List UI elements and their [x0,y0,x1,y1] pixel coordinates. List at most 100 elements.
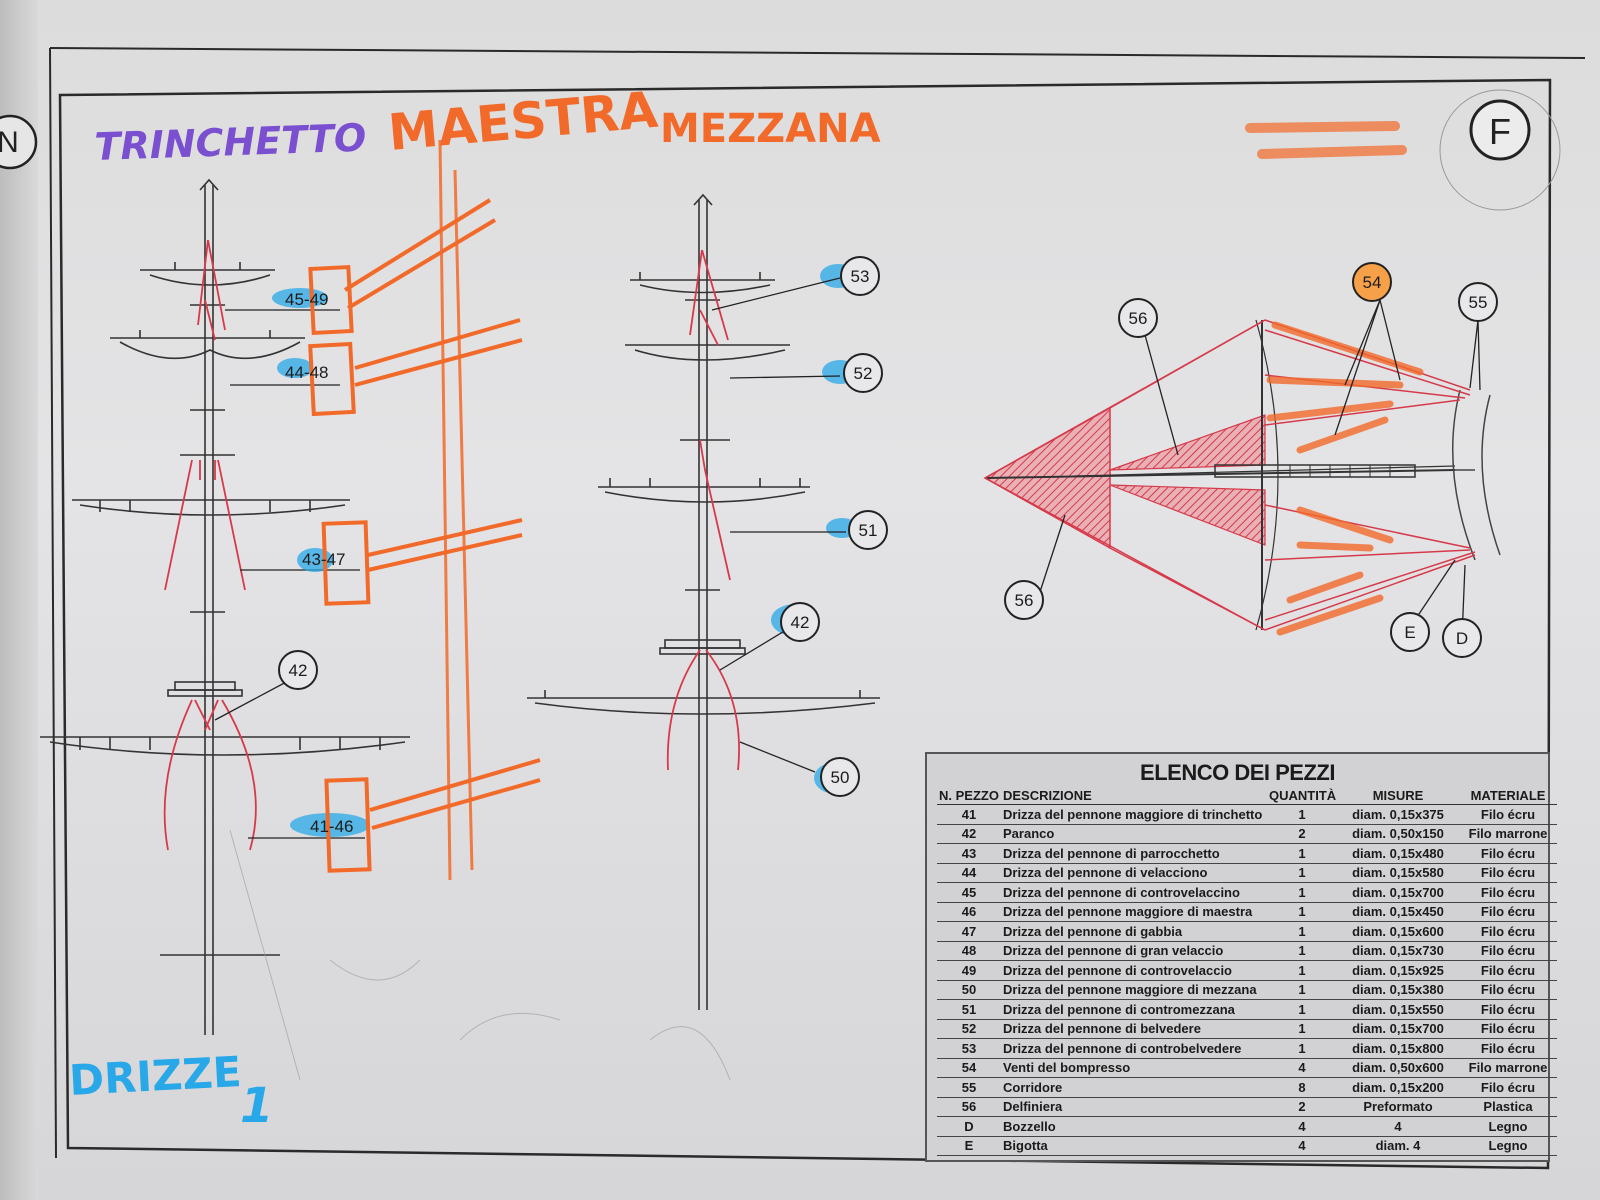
label-maestra: MAESTRA [386,81,660,162]
callout-41-46: 41-46 [310,817,353,836]
parts-table-title: ELENCO DEI PEZZI [1140,760,1335,785]
part-material: Filo écru [1459,999,1557,1020]
part-description: Drizza del pennone di controbelvedere [1001,1038,1267,1059]
callout-55: 55 [1469,293,1488,312]
orange-scribble [1245,121,1407,159]
part-description: Delfiniera [1001,1097,1267,1117]
part-measures: diam. 0,15x550 [1337,999,1459,1020]
side-letter-badge: N [0,114,38,170]
part-material: Filo écru [1459,1038,1557,1059]
part-description: Corridore [1001,1077,1267,1098]
part-measures: diam. 0,15x580 [1337,863,1459,883]
part-number: 42 [937,824,1001,844]
part-description: Drizza del pennone di controvelaccino [1001,882,1267,903]
callout-50: 50 [831,768,850,787]
callout-56-top: 56 [1129,309,1148,328]
part-material: Legno [1459,1136,1557,1156]
part-measures: diam. 0,15x700 [1337,1019,1459,1039]
part-quantity: 1 [1267,804,1337,825]
part-number: 55 [937,1077,1001,1098]
bowsprit-leaders [1037,299,1481,639]
parts-table-grid: N. PEZZO DESCRIZIONE QUANTITÀ MISURE MAT… [937,786,1557,1156]
mezzana-callouts: 53 52 51 42 50 [780,256,888,797]
callout-52: 52 [854,364,873,383]
page-frame [49,47,1586,1170]
part-measures: diam. 0,15x700 [1337,882,1459,903]
callout-42-mezzana: 42 [791,613,810,632]
part-description: Drizza del pennone maggiore di trinchett… [1001,804,1267,825]
part-material: Filo écru [1459,882,1557,903]
part-description: Drizza del pennone di gabbia [1001,921,1267,942]
part-quantity: 1 [1267,980,1337,1000]
part-measures: diam. 0,15x600 [1337,921,1459,942]
callout-54: 54 [1363,273,1382,292]
part-number: E [937,1136,1001,1156]
label-trinchetto: TRINCHETTO [94,116,367,169]
part-description: Venti del bompresso [1001,1058,1267,1078]
part-material: Filo écru [1459,941,1557,961]
part-material: Filo écru [1459,1077,1557,1098]
part-number: 56 [937,1097,1001,1117]
part-description: Bigotta [1001,1136,1267,1156]
part-number: 49 [937,960,1001,981]
part-description: Drizza del pennone maggiore di maestra [1001,902,1267,922]
callout-D: D [1456,629,1468,648]
part-quantity: 4 [1267,1116,1337,1137]
trinchetto-halyards [163,239,257,851]
column-header-material: MATERIALE [1459,786,1557,805]
part-measures: diam. 0,15x800 [1337,1038,1459,1059]
part-quantity: 1 [1267,1038,1337,1059]
trinchetto-mast [40,178,410,1035]
part-quantity: 1 [1267,1019,1337,1039]
part-material: Filo écru [1459,863,1557,883]
part-material: Filo écru [1459,921,1557,942]
trinchetto-callouts: 45-49 44-48 43-47 42 41-46 [278,290,353,836]
part-number: 43 [937,843,1001,864]
part-measures: diam. 0,15x730 [1337,941,1459,961]
part-quantity: 2 [1267,1097,1337,1117]
part-number: 54 [937,1058,1001,1078]
label-number: 1 [240,1078,273,1134]
part-measures: diam. 0,50x600 [1337,1058,1459,1078]
trinchetto-leaders [214,309,365,839]
side-letter: N [0,126,19,159]
part-material: Filo marrone [1459,1058,1557,1078]
part-quantity: 8 [1267,1077,1337,1098]
part-description: Drizza del pennone di velacciono [1001,863,1267,883]
part-number: 52 [937,1019,1001,1039]
part-quantity: 1 [1267,999,1337,1020]
pencil-sketches [229,829,731,1081]
part-number: D [937,1116,1001,1137]
part-measures: diam. 0,15x375 [1337,804,1459,825]
part-measures: 4 [1337,1116,1459,1137]
part-number: 41 [937,804,1001,825]
column-header-quantity: QUANTITÀ [1267,786,1337,805]
part-material: Filo écru [1459,1019,1557,1039]
label-drizze: DRIZZE [68,1047,243,1105]
callout-53: 53 [851,267,870,286]
bowsprit-drawing [983,319,1501,636]
mezzana-mast [527,193,880,1010]
part-description: Drizza del pennone di parrocchetto [1001,843,1267,864]
part-material: Filo marrone [1459,824,1557,844]
part-description: Paranco [1001,824,1267,844]
part-number: 53 [937,1038,1001,1059]
plate-letter-badge: F [1439,89,1561,211]
part-description: Drizza del pennone di gran velaccio [1001,941,1267,961]
part-quantity: 1 [1267,863,1337,883]
part-number: 47 [937,921,1001,942]
part-number: 51 [937,999,1001,1020]
part-measures: diam. 0,15x200 [1337,1077,1459,1098]
part-quantity: 1 [1267,960,1337,981]
